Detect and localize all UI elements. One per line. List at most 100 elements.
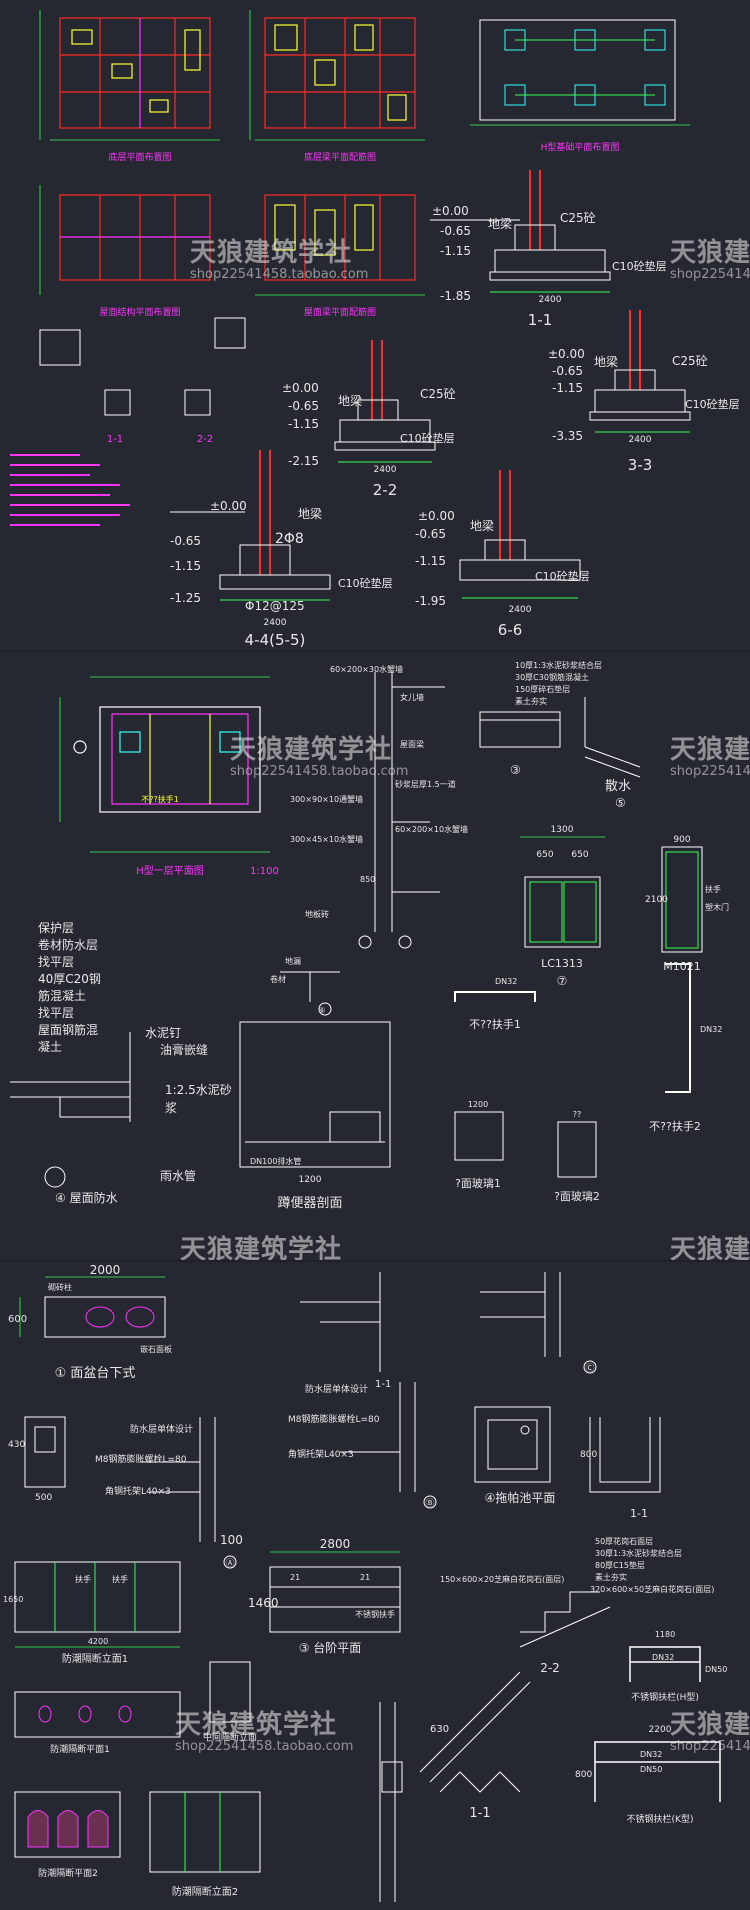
detail-c-label: Ⓒ: [585, 1363, 594, 1374]
mop-section-title: 1-1: [630, 1507, 648, 1520]
slope-title: 1-1: [469, 1806, 490, 1821]
partition-plan-1: [14, 1691, 181, 1738]
handrail-1-dn: DN32: [495, 977, 517, 986]
section-1-1: [430, 170, 611, 293]
wall-note-5: 300×90×10通蟹墙: [290, 794, 363, 804]
stair-section-title: 2-2: [540, 1661, 560, 1675]
detail-b-note-3: 角钢托架L40×3: [288, 1448, 354, 1460]
level-1-1-b: -0.65: [440, 224, 471, 238]
scatter-water-label: 散水: [605, 779, 631, 794]
level-1-1-c: -1.15: [440, 244, 471, 258]
dim-6-6: 2400: [509, 605, 532, 615]
h-type-plan: [59, 676, 270, 853]
toilet-dim-2: DN100排水管: [250, 1156, 301, 1166]
rail-dim-2: 2200: [649, 1725, 672, 1735]
partition-title-5: 中间隔断立面: [203, 1731, 257, 1743]
detail-a-label: Ⓐ: [225, 1558, 234, 1569]
mirror-2-dim: ??: [573, 1110, 582, 1119]
partition-title-3: 防潮隔断平面1: [50, 1743, 110, 1755]
detail-c: [480, 1272, 597, 1374]
rail-k-type: [594, 1741, 721, 1802]
level-3-3-a: ±0.00: [548, 347, 585, 361]
detail-1-1-label: 1-1: [375, 1379, 391, 1390]
wall-note-1: 60×200×30水蟹墙: [330, 664, 403, 674]
mirror-2: [557, 1121, 597, 1178]
basin-side-view: [24, 1416, 66, 1488]
detail-a: [140, 1417, 237, 1569]
ground-layer-2: 30厚C30钢筋混凝土: [515, 672, 589, 682]
level-2-2-d: -2.15: [288, 454, 319, 468]
dim-4-4: 2400: [264, 618, 287, 628]
level-6-6-b: -0.65: [415, 527, 446, 541]
plan-title-4: 屋面结构平面布置图: [99, 306, 180, 318]
mirror-1-title: ?面玻璃1: [455, 1176, 501, 1190]
stair-layer-4: 素土夯实: [595, 1572, 627, 1582]
partition-dim-2: 1650: [3, 1595, 23, 1604]
level-2-2-b: -0.65: [288, 399, 319, 413]
roof-other-5: 雨水管: [160, 1168, 196, 1183]
rail-dn-1: DN32: [652, 1653, 674, 1662]
rail-h-type: [629, 1646, 701, 1682]
drain-detail: [280, 971, 340, 1016]
label-1-1-concrete: C25砼: [560, 211, 596, 225]
door-m1021: [661, 846, 703, 953]
mop-sink-plan: [474, 1406, 551, 1483]
architecture-detail-canvas: 不??扶手1 H型一层平面图 1:100 60×200×30水蟹墙 女儿墙 屋面…: [10, 660, 729, 1211]
cabinet-section: [379, 1702, 403, 1902]
rail-title-1: 不锈钢扶栏(H型): [631, 1691, 699, 1703]
wall-note-8: 地板砖: [305, 909, 329, 919]
scatter-water-detail: [584, 697, 641, 778]
drain-label: 地漏: [285, 956, 301, 966]
toilet-dim-1: 1200: [299, 1175, 322, 1185]
mirror-1: [454, 1111, 504, 1161]
label-1-1-cushion: C10砼垫层: [612, 259, 667, 273]
step-dim-depth: 1460: [248, 1596, 279, 1610]
door-dim-height: 2100: [645, 895, 668, 905]
window-dim-right: 650: [571, 850, 588, 860]
roof-layer-6: 找平层: [38, 1006, 74, 1020]
partition-label-1: 扶手: [75, 1574, 91, 1584]
toilet-section: [239, 1021, 391, 1168]
foundation-plan: [470, 19, 690, 126]
handrail-2: [665, 963, 691, 1093]
small-label-2: 2-2: [197, 434, 213, 445]
dim-3-3: 2400: [629, 435, 652, 445]
level-3-3-c: -1.15: [552, 381, 583, 395]
middle-partition-elevation: [209, 1661, 251, 1723]
partition-title-1: 防潮隔断立面1: [62, 1652, 128, 1665]
roof-layer-4: 40厚C20钢: [38, 972, 101, 986]
step-title: ③ 台阶平面: [299, 1640, 362, 1655]
rail-dim-1: 1180: [655, 1630, 675, 1639]
rail-title-2: 不锈钢扶栏(K型): [627, 1813, 694, 1825]
basin-detail: [19, 1276, 166, 1338]
basin-dim-depth: 600: [8, 1314, 27, 1325]
step-label-a: 21: [290, 1573, 300, 1582]
fixture-detail-canvas: 2000 600 砌砖柱 嵌石面板 ① 面盆台下式 430 500 防水层单体设…: [3, 1263, 727, 1902]
h-plan-title: H型一层平面图: [136, 864, 204, 877]
basin-dim-430: 430: [8, 1440, 25, 1450]
door-dim-width: 900: [673, 835, 690, 845]
rail-dn-4: DN50: [640, 1765, 662, 1774]
step-label-rail: 不锈钢扶手: [355, 1609, 395, 1619]
level-6-6-c: -1.15: [415, 554, 446, 568]
detail-a-dim: 100: [220, 1533, 243, 1547]
rail-dim-3: 800: [575, 1770, 592, 1780]
label-2-2-concrete: C25砼: [420, 387, 456, 401]
level-4-4-c: -1.15: [170, 559, 201, 573]
level-2-2-a: ±0.00: [282, 381, 319, 395]
architecture-detail-panel: 不??扶手1 H型一层平面图 1:100 60×200×30水蟹墙 女儿墙 屋面…: [0, 652, 750, 1260]
basin-dim-500: 500: [35, 1493, 52, 1503]
ground-layer-1: 10厚1:3水泥砂浆结合层: [515, 660, 602, 670]
wall-note-7: 60×200×10水蟹墙: [395, 824, 468, 834]
roof-layer-2: 卷材防水层: [38, 937, 98, 952]
title-2-2: 2-2: [373, 481, 398, 499]
mirror-1-dim: 1200: [468, 1100, 488, 1109]
roll-label: 卷材: [270, 974, 286, 984]
roof-other-2: 油膏嵌缝: [160, 1042, 208, 1057]
step-dim-width: 2800: [320, 1537, 351, 1551]
roof-layer-8: 凝土: [38, 1039, 62, 1054]
toilet-title: 蹲便器剖面: [277, 1196, 342, 1211]
